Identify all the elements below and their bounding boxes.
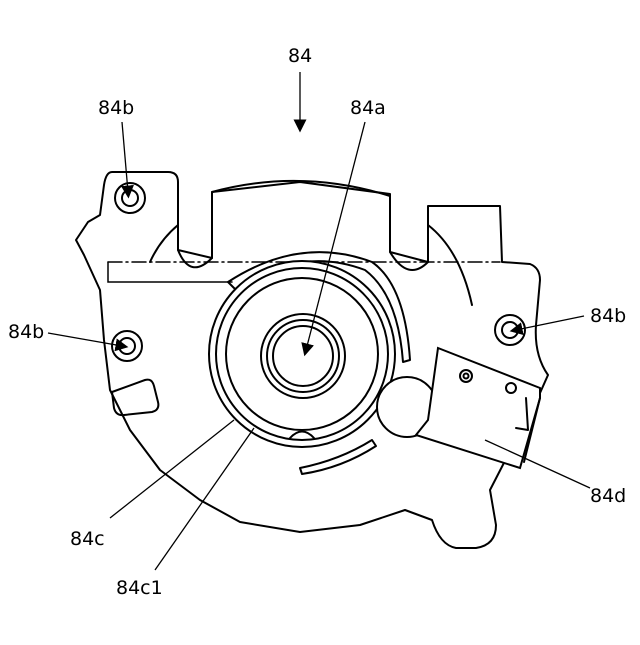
label-84a: 84a [350, 97, 386, 119]
leader-84b-right [516, 316, 584, 330]
label-84d: 84d [590, 485, 626, 507]
leader-84d [485, 440, 590, 488]
leader-84b-left [48, 333, 122, 346]
inner-frame-line [108, 262, 232, 282]
left-shoulder-arc [150, 225, 178, 262]
upper-slot-left [178, 250, 212, 267]
mount-hole-left [112, 331, 142, 361]
bracket-84d [377, 348, 540, 468]
right-shoulder-arc [428, 225, 472, 305]
label-84b-right: 84b [590, 305, 626, 327]
label-84c1: 84c1 [116, 577, 163, 599]
leader-84c [110, 420, 234, 518]
label-84: 84 [288, 45, 312, 67]
ring-outer [209, 261, 395, 447]
label-84b-left: 84b [8, 321, 44, 343]
leader-84b-top-left [122, 122, 128, 192]
label-84b-top-left: 84b [98, 97, 134, 119]
label-84c: 84c [70, 528, 105, 550]
leader-84c1 [155, 428, 254, 570]
mount-hole-right [495, 315, 525, 345]
mount-hole-top-left [115, 183, 145, 213]
